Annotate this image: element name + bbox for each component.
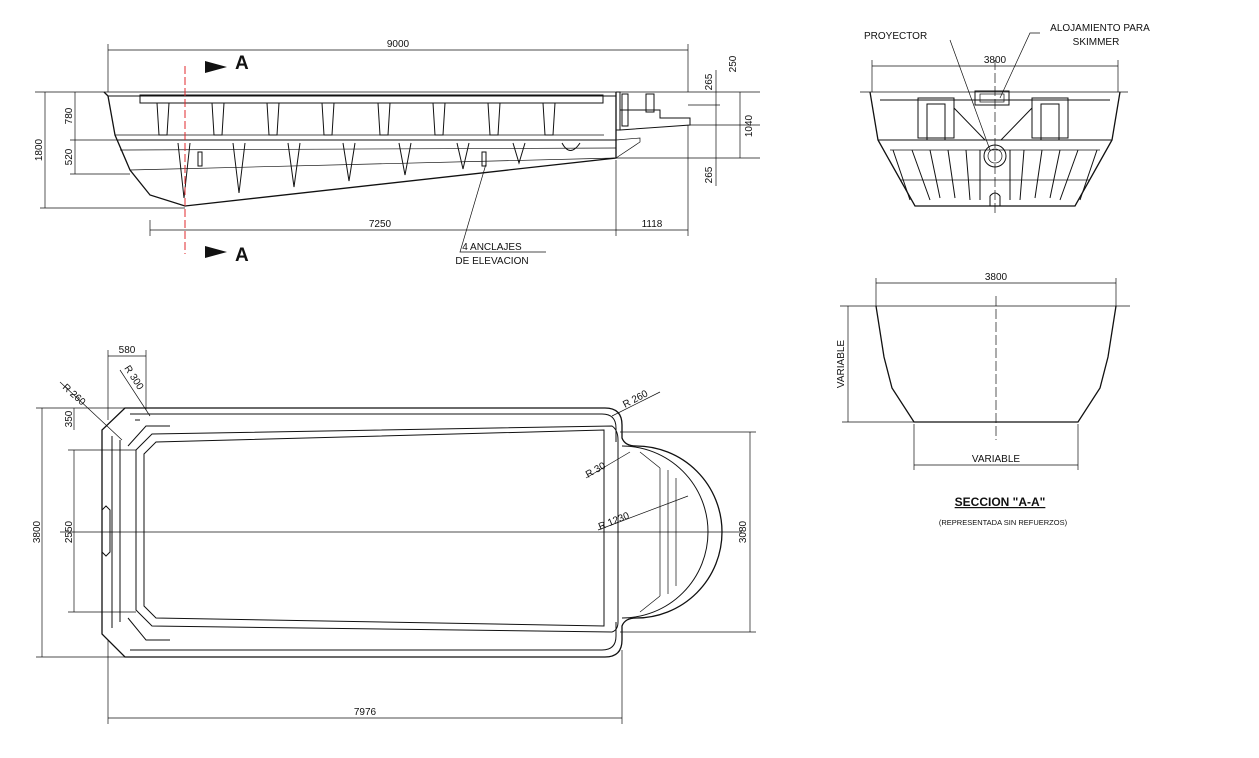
section-marker-top: A <box>235 53 249 74</box>
radius-r260-right: R 260 <box>621 388 650 410</box>
dim-9000: 9000 <box>387 39 410 50</box>
radius-r260-left: R 260 <box>60 382 88 408</box>
dim-265-bottom: 265 <box>704 166 715 183</box>
plan-view: 7976 3800 2550 350 3080 580 R 260 R 300 … <box>32 345 756 724</box>
radius-r30: R 30 <box>584 460 608 480</box>
plan-dim-3080: 3080 <box>738 520 749 543</box>
plan-dim-3800: 3800 <box>32 520 43 543</box>
front-view: 3800 PROYECTOR ALOJAMIENTO PARA SKIMMER <box>860 23 1150 215</box>
dim-250: 250 <box>728 55 739 72</box>
plan-dim-580: 580 <box>119 345 136 356</box>
section-subtitle: (REPRESENTADA SIN REFUERZOS) <box>939 518 1068 527</box>
section-dim-3800: 3800 <box>985 272 1008 283</box>
front-dim-3800: 3800 <box>984 55 1007 66</box>
dim-7250: 7250 <box>369 219 392 230</box>
dim-265-top: 265 <box>704 73 715 90</box>
section-title: SECCION "A-A" <box>955 495 1046 509</box>
dim-1800: 1800 <box>34 138 45 161</box>
anchors-label-1: 4 ANCLAJES <box>462 242 522 253</box>
section-marker-bottom: A <box>235 245 249 266</box>
section-view: 3800 VARIABLE VARIABLE SECCION "A-A" (RE… <box>836 272 1130 527</box>
profile-view: A A 9000 7250 1118 1800 780 520 265 250 <box>34 39 760 267</box>
anchors-label-2: DE ELEVACION <box>455 256 528 267</box>
dim-1040: 1040 <box>744 114 755 137</box>
section-dim-variable-height: VARIABLE <box>836 340 847 388</box>
dim-780: 780 <box>64 107 75 124</box>
label-skimmer-2: SKIMMER <box>1073 37 1120 48</box>
plan-dim-350: 350 <box>64 410 75 427</box>
plan-dim-2550: 2550 <box>64 520 75 543</box>
label-skimmer-1: ALOJAMIENTO PARA <box>1050 23 1150 34</box>
radius-r1230: R 1230 <box>597 510 631 532</box>
plan-dim-7976: 7976 <box>354 707 377 718</box>
dim-1118: 1118 <box>642 219 663 230</box>
dim-520: 520 <box>64 148 75 165</box>
section-dim-variable-bottom: VARIABLE <box>972 454 1020 465</box>
label-proyector: PROYECTOR <box>864 31 927 42</box>
